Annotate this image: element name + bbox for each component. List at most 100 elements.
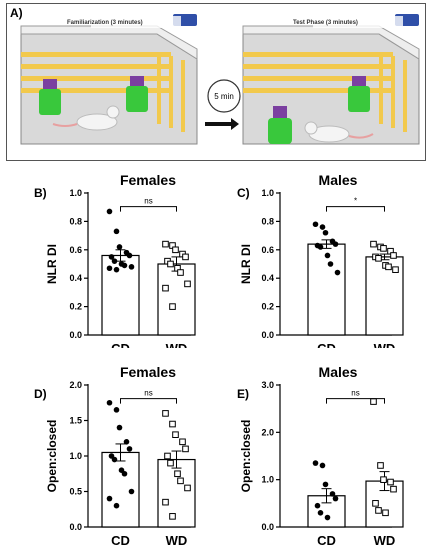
interval-timer: 5 min [205, 79, 241, 130]
data-point-wd [177, 477, 184, 485]
familiarization-label: Familiarization (3 minutes) [67, 20, 143, 26]
data-point-wd [172, 431, 179, 439]
data-point-cd [123, 439, 130, 445]
y-tick-label: 0.0 [261, 522, 274, 532]
panel-a-letter: A) [10, 6, 23, 20]
panel-letter: B) [34, 186, 47, 200]
object-cap-icon [352, 76, 366, 86]
data-point-cd [317, 244, 324, 250]
object-bottle-icon [348, 86, 370, 112]
data-point-wd [370, 240, 377, 248]
y-tick-label: 0.0 [261, 330, 274, 340]
y-tick-label: 0.0 [69, 330, 82, 340]
data-point-cd [113, 228, 120, 235]
panel-letter: C) [237, 186, 250, 200]
y-tick-label: 1.0 [69, 451, 82, 461]
chart-title: Females [120, 172, 176, 188]
data-point-cd [327, 261, 334, 267]
data-point-cd [128, 488, 135, 495]
data-point-cd [116, 424, 123, 431]
data-point-wd [179, 438, 186, 446]
data-point-wd [390, 485, 397, 493]
object-bottle-icon [268, 118, 292, 144]
data-point-wd [375, 255, 382, 262]
x-category-label: WD [166, 341, 188, 348]
data-point-wd [177, 269, 184, 276]
data-point-cd [106, 208, 113, 215]
data-point-cd [111, 456, 118, 463]
significance-label: ns [351, 389, 359, 398]
bar-wd [157, 263, 196, 336]
chart-title: Males [319, 172, 358, 188]
data-point-cd [324, 514, 331, 521]
object-cap-icon [130, 76, 144, 86]
panel-letter: D) [34, 387, 47, 401]
y-tick-label: 0.8 [69, 216, 82, 226]
y-tick-label: 1.0 [261, 475, 274, 485]
y-tick-label: 2.0 [69, 380, 82, 390]
arrow-right-icon [205, 118, 239, 130]
data-point-wd [162, 240, 169, 248]
data-point-wd [169, 420, 176, 428]
y-tick-label: 0.2 [69, 302, 82, 312]
y-axis-label: NLR DI [239, 244, 253, 284]
data-point-wd [385, 263, 392, 271]
data-point-wd [387, 478, 394, 486]
data-point-cd [111, 258, 118, 264]
chart-b-females-nlr: B) Females NLR DI 0.00.20.40.60.81.0CDWD… [34, 172, 196, 348]
object-bottle-icon [126, 86, 148, 112]
data-point-cd [324, 252, 331, 259]
x-category-label: CD [317, 341, 336, 348]
data-point-cd [106, 265, 113, 272]
data-point-wd [162, 410, 169, 417]
y-tick-label: 2.0 [261, 427, 274, 437]
data-point-wd [162, 284, 169, 292]
y-tick-label: 1.0 [261, 188, 274, 198]
data-point-cd [126, 446, 133, 452]
significance-bracket [120, 206, 177, 212]
data-point-cd [121, 470, 128, 477]
data-point-wd [182, 445, 189, 453]
data-point-wd [162, 498, 169, 506]
y-tick-label: 1.5 [69, 416, 82, 426]
significance-label: ns [144, 197, 152, 206]
y-tick-label: 0.0 [69, 522, 82, 532]
x-category-label: CD [317, 533, 336, 548]
significance-bracket [326, 206, 385, 212]
timer-icon [207, 79, 241, 113]
data-point-cd [312, 460, 319, 466]
y-tick-label: 0.4 [261, 273, 274, 283]
data-point-cd [329, 491, 336, 497]
significance-bracket [120, 398, 177, 404]
y-tick-label: 0.6 [69, 245, 82, 255]
test-phase-arena: Test Phase (3 minutes) [242, 14, 420, 145]
chart-title: Males [319, 364, 358, 380]
test-phase-label: Test Phase (3 minutes) [293, 20, 358, 26]
data-point-wd [372, 500, 379, 507]
data-point-cd [319, 462, 326, 469]
data-point-cd [106, 495, 113, 502]
x-category-label: CD [111, 341, 130, 348]
object-cap-icon [273, 106, 287, 118]
x-category-label: WD [374, 533, 396, 548]
familiarization-arena: Familiarization (3 minutes) [20, 14, 198, 145]
data-point-cd [319, 224, 326, 230]
data-point-wd [169, 513, 176, 520]
data-point-cd [322, 481, 329, 488]
y-axis-label: Open:closed [45, 420, 59, 493]
interval-label: 5 min [214, 92, 234, 101]
data-point-cd [108, 254, 115, 260]
data-point-wd [380, 476, 387, 483]
object-cap-icon [43, 79, 57, 89]
y-tick-label: 0.5 [69, 487, 82, 497]
data-point-cd [113, 407, 120, 413]
data-point-wd [164, 452, 171, 460]
data-point-wd [377, 462, 384, 469]
chart-title: Females [120, 364, 176, 380]
data-point-cd [106, 399, 113, 406]
bar-cd [307, 243, 346, 336]
panel-a-illustration: A) Familiarization (3 minutes) [6, 3, 426, 161]
data-point-wd [382, 509, 389, 517]
